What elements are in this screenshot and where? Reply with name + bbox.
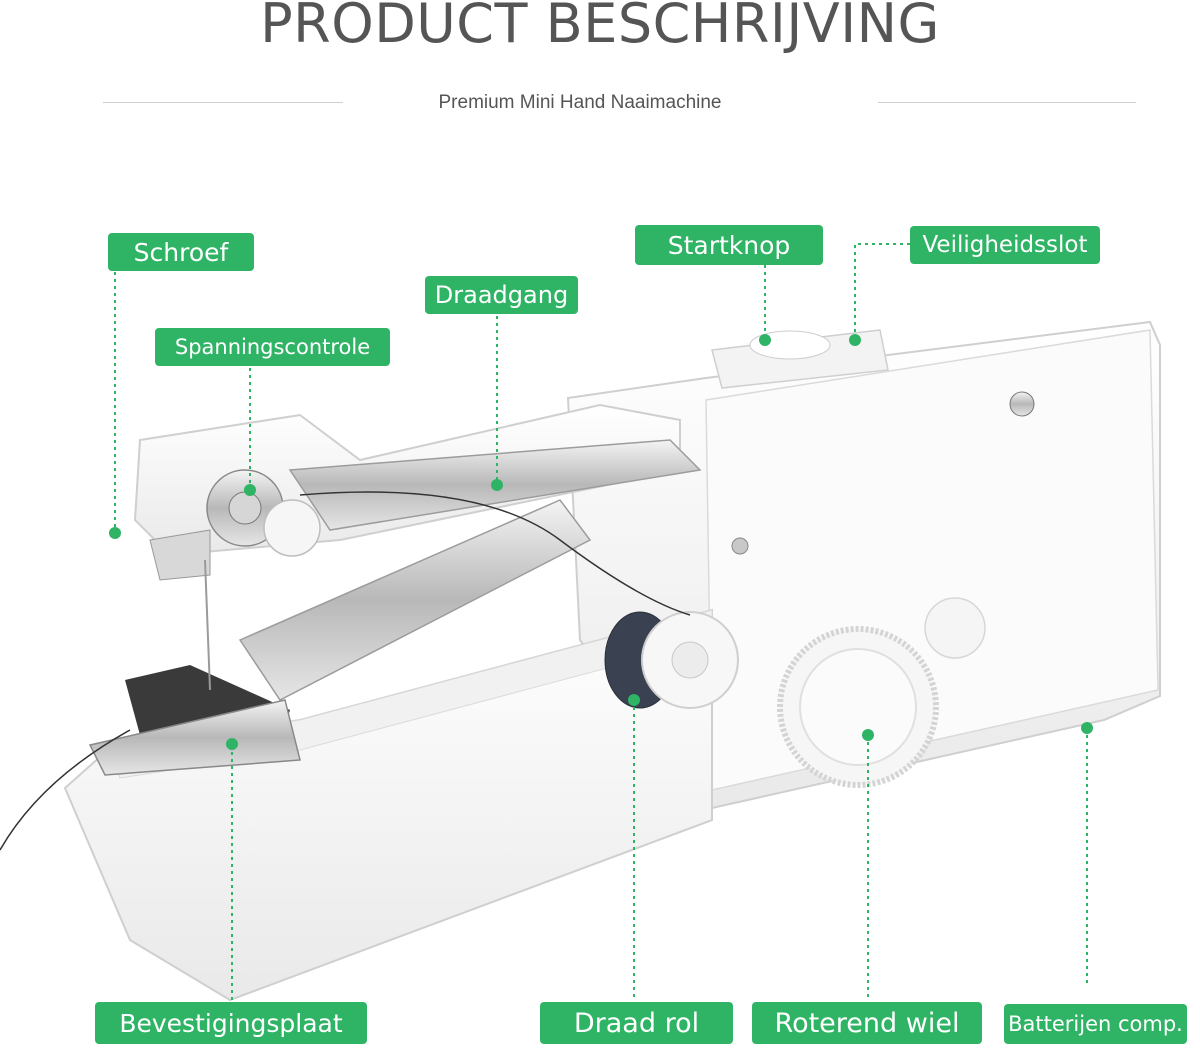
label-bevestigingsplaat: Bevestigingsplaat (95, 1002, 367, 1044)
side-screw-icon (731, 537, 749, 555)
thread-line (299, 491, 691, 616)
divider-right (878, 102, 1136, 103)
rotating-wheel (777, 597, 986, 788)
thread-spool (604, 611, 739, 709)
page-subtitle: Premium Mini Hand Naaimachine (438, 92, 722, 113)
label-spanningscontrole: Spanningscontrole (155, 328, 390, 366)
housing-screw-icon (1009, 391, 1035, 417)
label-batterijen: Batterijen comp. (1004, 1004, 1187, 1044)
page-title: PRODUCT BESCHRIJVING (260, 0, 940, 55)
label-draad-rol: Draad rol (540, 1002, 733, 1044)
label-draadgang: Draadgang (425, 276, 578, 314)
label-schroef: Schroef (108, 233, 254, 271)
leader-dots (109, 334, 1093, 750)
presser-foot (88, 559, 301, 776)
leader-lines (114, 243, 1088, 1000)
label-roterend-wiel: Roterend wiel (752, 1002, 982, 1044)
label-startknop: Startknop (635, 225, 823, 265)
tension-wheel (206, 469, 321, 557)
label-veiligheidsslot: Veiligheidsslot (910, 226, 1100, 264)
top-buttons (711, 329, 889, 389)
loose-thread (0, 729, 131, 851)
divider-left (103, 102, 343, 103)
